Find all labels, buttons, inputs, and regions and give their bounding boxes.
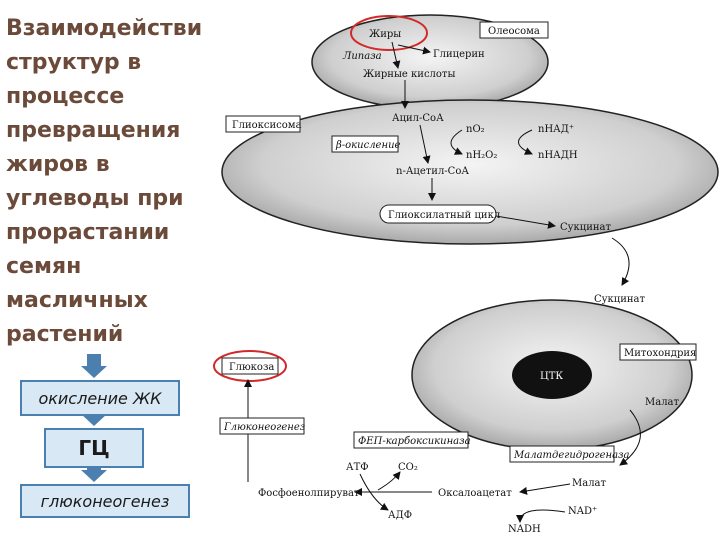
- glucose-label: Глюкоза: [229, 362, 274, 373]
- flow-arrow-3: [81, 468, 107, 482]
- nad-cytosol-label: NAD⁺: [568, 506, 597, 517]
- succinate-mito-label: Сукцинат: [594, 294, 646, 305]
- slide-title: Взаимодействи структур в процессе превра…: [6, 16, 203, 347]
- flow-arrow-1: [81, 354, 107, 378]
- tca-label: ЦТК: [540, 371, 563, 382]
- nadh-cytosol-label: NADH: [508, 524, 541, 535]
- nad-label: nНАД⁺: [538, 124, 574, 135]
- gluconeogenesis-label: Глюконеогенез: [223, 422, 305, 433]
- oxaloacetate-label: Оксалоацетат: [438, 488, 512, 499]
- oleosome-label: Олеосома: [488, 26, 540, 37]
- o2-label: nO₂: [466, 124, 485, 135]
- flow-box-gluconeogenesis: глюконеогенез: [20, 484, 190, 518]
- h2o2-label: nH₂O₂: [466, 150, 497, 161]
- mitochondrion-label: Митохондрия: [624, 348, 696, 359]
- lipase-label: Липаза: [342, 51, 382, 62]
- co2-label: CO₂: [398, 462, 418, 473]
- acyl-coa-label: Ацил-СоА: [392, 113, 444, 124]
- adp-label: АДФ: [388, 510, 412, 521]
- acetyl-coa-label: n-Ацетил-СоА: [396, 166, 469, 177]
- malate-mito-label: Малат: [645, 397, 680, 408]
- mdh-label: Малатдегидрогеназа: [513, 450, 629, 461]
- glycerol-label: Глицерин: [433, 49, 485, 60]
- nadh-label: nНАДН: [538, 150, 578, 161]
- tca-core: [512, 351, 592, 399]
- malate-cytosol-label: Малат: [572, 478, 607, 489]
- pep-label: Фосфоенолпируват: [258, 488, 360, 499]
- flow-box-gc: ГЦ: [44, 428, 144, 468]
- flow-box-fa-oxidation: окисление ЖК: [20, 380, 180, 416]
- atp-label: АТФ: [346, 462, 369, 473]
- glyoxysome-label: Глиоксисома: [232, 120, 302, 131]
- fats-label: Жиры: [369, 29, 401, 40]
- beta-oxidation-label: β-окисление: [335, 140, 401, 151]
- fatty-acids-label: Жирные кислоты: [363, 69, 455, 80]
- glyoxylate-cycle-label: Глиоксилатный цикл: [388, 210, 500, 221]
- succinate-glyoxysome-label: Сукцинат: [560, 222, 612, 233]
- fats-highlight: [350, 15, 428, 51]
- pepck-label: ФЕП-карбоксикиназа: [358, 436, 471, 447]
